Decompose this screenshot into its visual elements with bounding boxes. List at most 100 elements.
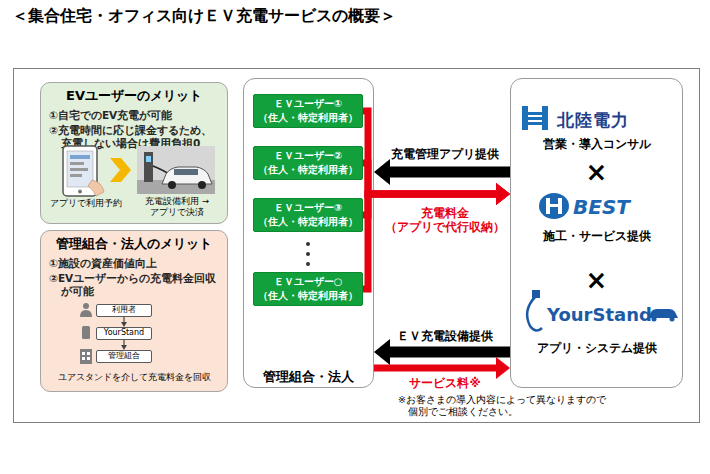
merit-box: EVユーザーのメリット ①自宅でのEV充電が可能 ②充電時間に応じ課金するため、 充… [40,82,228,224]
emblem-bar [522,106,528,130]
company-logo-text: 北陸電力 [557,110,677,131]
car-wheel [670,317,675,322]
flow-step-box: 利用者 [96,304,152,317]
edge-label: ＥＶ充電設備提供 [383,329,507,343]
arrow-head [121,322,127,327]
plug-head [532,290,540,298]
merit-item: ①施設の資産価値向上 [49,257,225,270]
payment-arrow [363,183,510,289]
arrow-head [496,183,510,205]
icon-window [87,357,90,360]
merit-heading: EVユーザーのメリット [41,88,227,104]
smartphone-illustration [63,146,104,196]
user-name: ＥＶユーザー① [254,98,362,111]
emblem-stripe [550,204,558,207]
small-arrow [121,317,127,327]
user-name: ＥＶユーザー② [254,150,362,163]
charger-screen [146,156,151,162]
arrow-head [121,345,127,350]
connector-line [390,167,510,178]
connector-line [363,163,496,194]
car-body [648,309,678,318]
icon-body [80,310,92,317]
diagram-title: ＜集合住宅・オフィス向けＥＶ充電サービスの概要＞ [12,6,396,26]
role-text: 営業・導入コンサル [511,137,682,151]
emblem-bar [546,198,550,214]
phone-screen [67,151,93,187]
arrow-head [496,357,510,379]
connector-line [390,347,510,358]
icon-window [87,352,90,355]
user-box: ＥＶユーザー②（住人・特定利用者） [253,146,363,180]
merit-item: ①自宅でのEV充電が可能 [49,109,225,122]
flow-step-box: YourStand [96,327,152,340]
emblem-bar [558,198,562,214]
car-wheel [168,181,176,189]
group-container: 管理組合・法人ＥＶユーザー①（住人・特定利用者）ＥＶユーザー②（住人・特定利用者… [243,78,374,388]
car-wheel [652,317,657,322]
user-box: ＥＶユーザー③（住人・特定利用者） [253,198,363,232]
merit-heading: 管理組合・法人のメリット [41,236,227,252]
yourstand-car-icon [648,309,678,322]
car-wheel [198,181,206,189]
user-box: ＥＶユーザー○（住人・特定利用者） [253,272,363,306]
company-logo-text: BEST [573,195,673,220]
edge-label: 充電管理アプリ提供 [383,147,507,161]
arrow-head [374,339,390,365]
car-window [174,169,198,175]
emblem-stripe [528,117,542,120]
screen-line [70,174,82,177]
icon-window [82,357,85,360]
icon-building [80,349,92,364]
payment-arrow [363,163,510,205]
emblem-bar [542,106,548,130]
merit-item: ②充電時間に応じ課金するため、 充電しない場合は費用負担0 [49,124,225,150]
best-emblem [539,193,569,219]
phone-button [78,190,82,194]
phone-icon [82,326,90,339]
edge-label: サービス料※ [383,376,507,390]
flow-arrow [374,339,510,365]
screen-line [70,168,88,171]
icon-phone [82,326,90,339]
user-box: ＥＶユーザー①（住人・特定利用者） [253,94,363,128]
user-role: （住人・特定利用者） [254,216,362,229]
times-symbol: × [511,159,682,185]
diagram-frame [14,69,700,423]
screen-bar [70,155,90,159]
connector-line [363,194,496,289]
connector-line [374,365,496,372]
icon-window [82,352,85,355]
user-icon [80,303,92,317]
times-symbol: × [511,267,682,293]
user-name: ＥＶユーザー○ [254,276,362,289]
partner-container: 北陸電力営業・導入コンサル×BEST施工・サービス提供×YourStandアプリ… [510,78,683,388]
small-arrow [121,340,127,350]
flow-arrow [374,159,510,185]
emblem-oval [539,193,569,219]
connector-line [123,317,124,322]
user-name: ＥＶユーザー③ [254,202,362,215]
flow-step-box: 管理組合 [96,350,152,363]
user-role: （住人・特定利用者） [254,164,362,177]
user-role: （住人・特定利用者） [254,290,362,303]
charging-photo [137,146,215,194]
charge-cable [153,166,169,174]
ellipsis-dot [306,242,310,246]
user-role: （住人・特定利用者） [254,112,362,125]
arrow-head [496,183,510,205]
company-logo-text: YourStand [547,304,667,327]
arrow-head [496,183,510,205]
edge-label: 充電料金 （アプリで代行収納） [383,206,507,235]
connector-line [363,111,496,194]
flow-step-text: YourStand [97,328,151,338]
arrow-head [496,183,510,205]
building-icon [80,349,92,364]
plug-cord [527,296,542,331]
connector-line [363,194,496,215]
footnote: ※お客さまの導入内容によって異なりますので 個別でご相談ください。 [398,394,668,418]
screen-line [70,162,84,165]
payment-arrow [363,111,510,205]
hand-icon [88,180,104,196]
